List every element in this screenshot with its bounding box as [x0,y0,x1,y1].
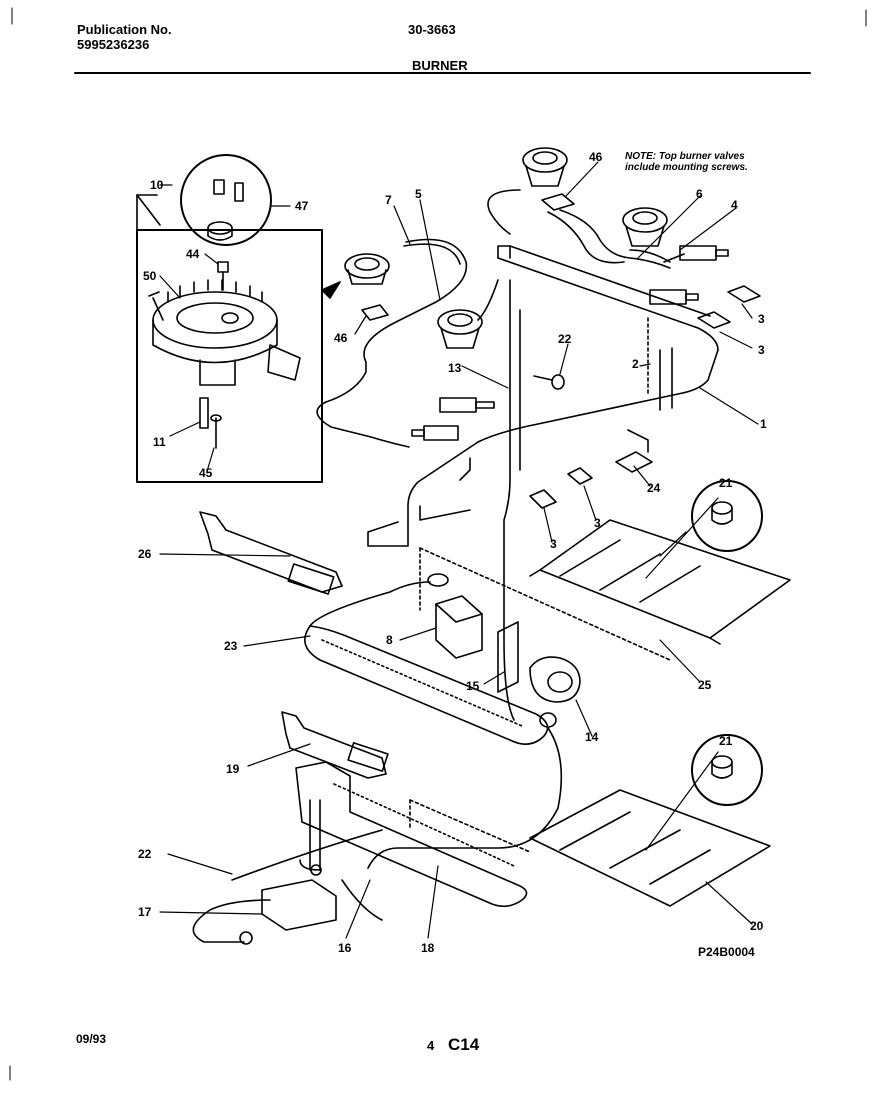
callout-24: 24 [647,481,661,495]
callout-21-lower: 21 [719,734,733,748]
note-line-2: include mounting screws. [625,162,748,173]
footer-date: 09/93 [76,1032,107,1046]
valve-left [411,397,495,441]
callout-4: 4 [731,198,738,212]
detail-circle-21-lower [691,734,763,806]
callout-25: 25 [698,678,712,692]
callout-23: 23 [224,639,238,653]
callout-19: 19 [226,762,240,776]
callout-16: 16 [338,941,352,955]
callout-3-c: 3 [594,516,601,530]
callout-44: 44 [186,247,200,261]
note-line-1: NOTE: Top burner valves [625,151,745,162]
section-title: BURNER [412,58,468,73]
diagram-code: P24B0004 [698,945,755,959]
callout-3-d: 3 [550,537,557,551]
callout-8: 8 [386,633,393,647]
valve-right [649,245,761,329]
detail-circle-47 [180,154,272,246]
detail-circle-21-upper [691,480,763,552]
burner-detail-inset [136,194,341,483]
callout-20: 20 [750,919,764,933]
callout-22-upper: 22 [558,332,572,346]
footer-page: 4 [427,1038,435,1053]
callout-17: 17 [138,905,152,919]
callout-14: 14 [585,730,599,744]
callout-13: 13 [448,361,462,375]
callout-11: 11 [153,435,166,449]
callout-22-lower: 22 [138,847,152,861]
callout-46-left: 46 [334,331,348,345]
corner-marks [9,7,867,1081]
callout-46-top: 46 [589,150,603,164]
callout-3-a: 3 [758,312,765,326]
flame-spreader-lower [529,789,771,907]
callout-50: 50 [143,269,157,283]
callout-5: 5 [415,187,422,201]
flame-spreader-upper [529,519,791,645]
callout-26: 26 [138,547,152,561]
callout-7: 7 [385,193,392,207]
publication-label: Publication No. [77,22,172,37]
callout-1: 1 [760,417,767,431]
callout-15: 15 [466,679,480,693]
callout-6: 6 [696,187,703,201]
footer-code: C14 [448,1035,480,1054]
model-number: 30-3663 [408,22,456,37]
callout-45: 45 [199,466,213,480]
callout-21-upper: 21 [719,476,733,490]
top-burners-and-tubes [316,147,761,721]
callout-3-b: 3 [758,343,765,357]
callout-47: 47 [295,199,309,213]
publication-number: 5995236236 [77,37,150,52]
callout-10: 10 [150,178,164,192]
oven-burner-assembly [192,511,671,945]
callout-2: 2 [632,357,639,371]
callout-18: 18 [421,941,435,955]
leader-lines [159,161,759,939]
